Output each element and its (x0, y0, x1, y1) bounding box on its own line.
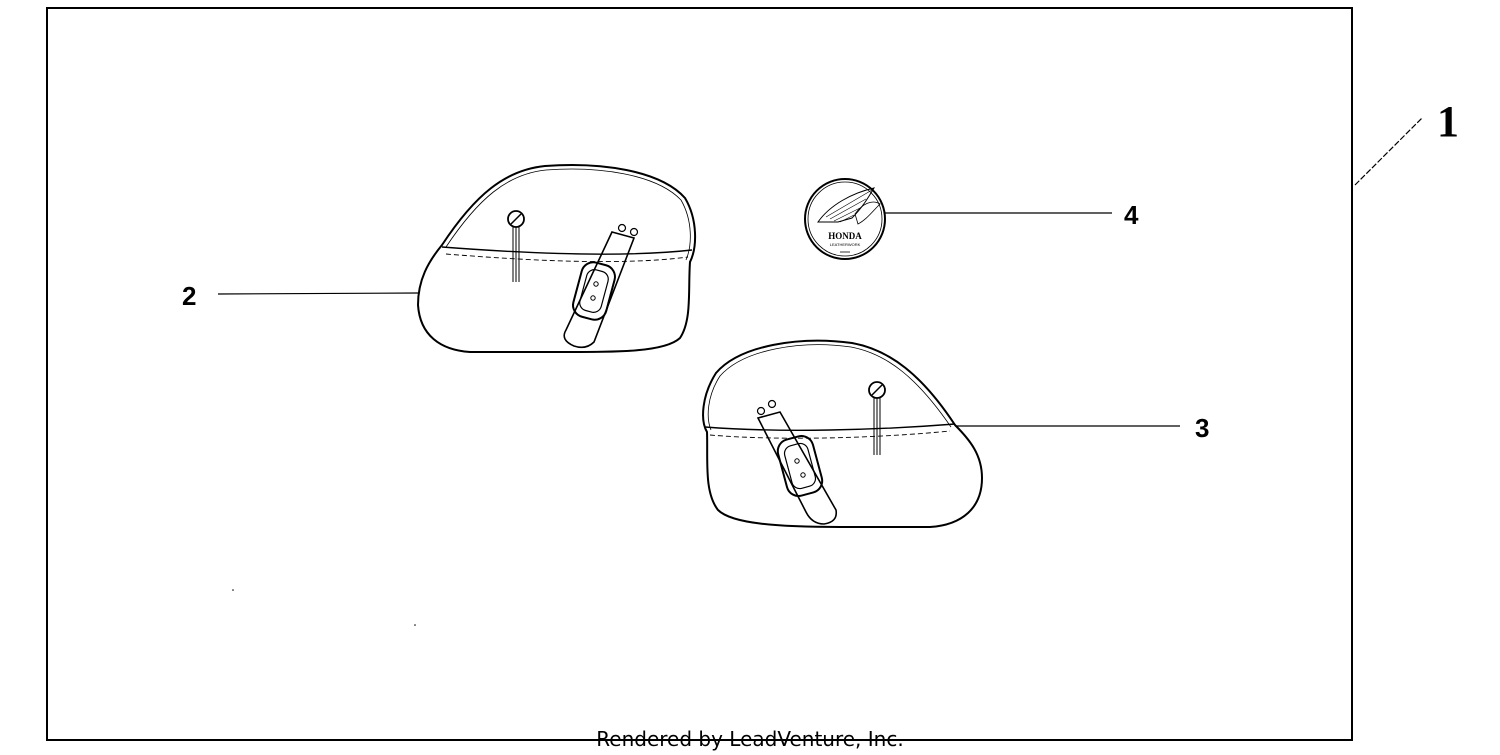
callout-2: 2 (182, 281, 196, 311)
right-saddlebag (702, 339, 984, 528)
left-saddlebag (416, 164, 697, 353)
emblem-brand: HONDA (828, 231, 862, 241)
leader-line-2 (217, 292, 419, 295)
diagram-frame (46, 7, 1353, 741)
callout-4: 4 (1124, 200, 1139, 230)
honda-emblem: HONDA LEATHERWORK (804, 178, 886, 260)
emblem-subtitle: LEATHERWORK (830, 242, 861, 247)
callout-1: 1 (1437, 97, 1459, 146)
wing-icon (817, 187, 881, 225)
footer-credit: Rendered by LeadVenture, Inc. (596, 727, 903, 751)
leader-line-1 (1354, 117, 1423, 186)
callout-3: 3 (1195, 413, 1209, 443)
